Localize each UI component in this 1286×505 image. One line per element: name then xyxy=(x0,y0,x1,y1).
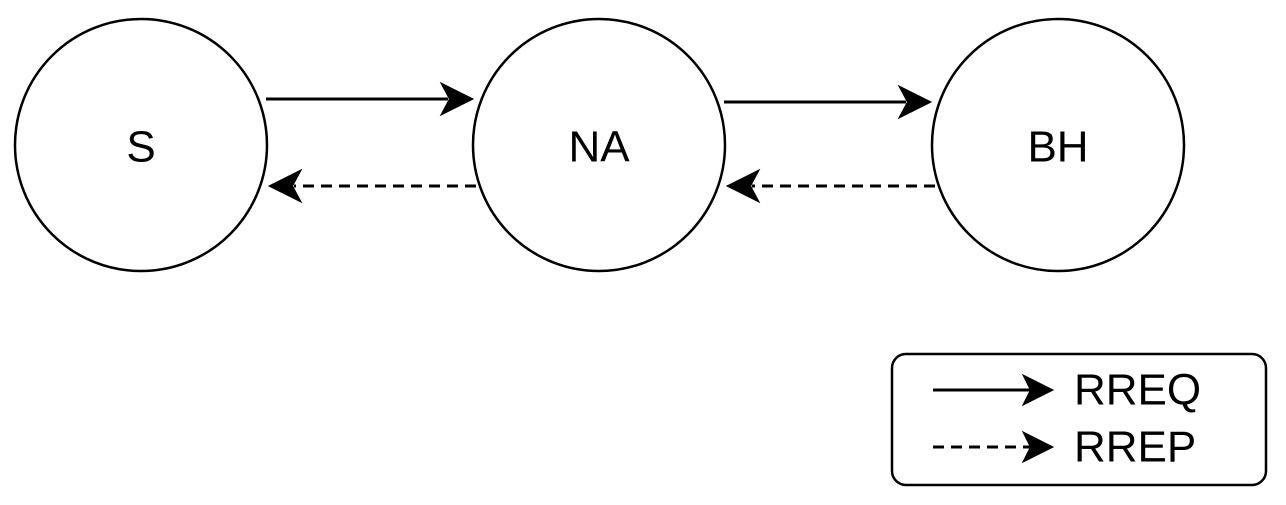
edge-na-to-s-arrowhead xyxy=(267,168,303,204)
node-s: S xyxy=(13,17,269,273)
node-s-label: S xyxy=(126,123,155,172)
legend-label-rreq: RREQ xyxy=(1074,366,1201,415)
node-s-circle xyxy=(13,17,269,273)
edge-na-to-s-rrep xyxy=(267,168,476,204)
node-bh-circle xyxy=(930,17,1186,273)
legend-item-rreq: RREQ xyxy=(933,366,1201,415)
edge-bh-to-na-rrep xyxy=(725,168,935,204)
edge-na-to-bh-rreq xyxy=(724,84,933,120)
legend: RREQ RREP xyxy=(890,352,1268,487)
legend-item-rrep: RREP xyxy=(933,423,1196,472)
node-bh: BH xyxy=(930,17,1186,273)
legend-dashed-arrowhead xyxy=(1021,430,1055,464)
edge-s-to-na-arrowhead xyxy=(439,81,475,117)
node-na-circle xyxy=(471,17,727,273)
edge-s-to-na-rreq xyxy=(266,81,475,117)
legend-box xyxy=(890,352,1268,487)
legend-label-rrep: RREP xyxy=(1074,423,1196,472)
node-na: NA xyxy=(471,17,727,273)
legend-solid-arrowhead xyxy=(1021,373,1055,407)
edge-bh-to-na-arrowhead xyxy=(725,168,761,204)
edge-na-to-bh-arrowhead xyxy=(897,84,933,120)
node-na-label: NA xyxy=(568,123,630,172)
node-bh-label: BH xyxy=(1027,123,1088,172)
